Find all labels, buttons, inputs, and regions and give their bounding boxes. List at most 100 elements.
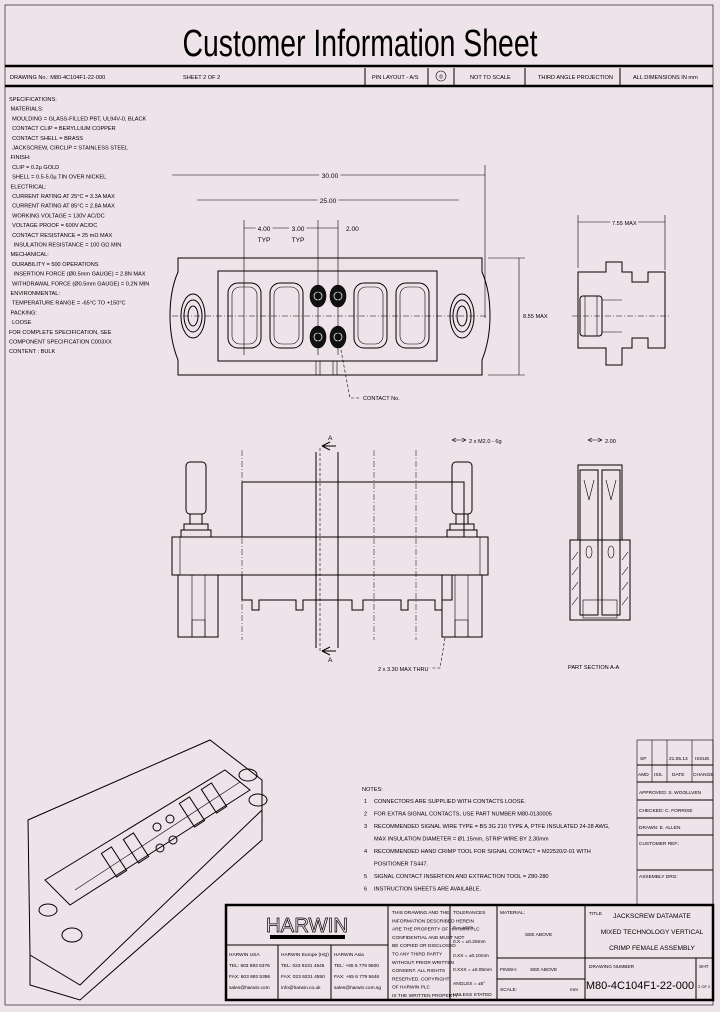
logo-bar <box>270 935 345 939</box>
office-tel: TEL: 023 9231 4545 <box>281 963 325 969</box>
spec-line: JACKSCREW, CIRCLIP = STAINLESS STEEL <box>9 146 128 152</box>
material-label: MATERIAL: <box>500 910 525 916</box>
pin-layout: PIN LAYOUT - A/S <box>372 75 419 81</box>
spec-line: CONTENT : BULK <box>9 349 55 355</box>
drawing-number-label: DRAWING NUMBER <box>589 964 635 970</box>
spec-line: CURRENT RATING AT 85°C = 2.8A MAX <box>9 204 115 210</box>
units: ALL DIMENSIONS IN mm <box>633 75 698 81</box>
section-marker-bottom: A <box>328 657 333 664</box>
unless-stated: UNLESS STATED <box>453 992 492 998</box>
note-text: SIGNAL CONTACT INSERTION AND EXTRACTION … <box>374 874 549 880</box>
spec-line: CONTACT CLIP = BERYLLIUM COPPER <box>9 126 116 132</box>
drawing-number-value: M80-4C104F1-22-000 <box>586 980 694 992</box>
page-title: Customer Information Sheet <box>183 23 538 65</box>
note-number: 5 <box>364 874 367 880</box>
office-tel: TEL: 603 893 5376 <box>229 963 270 969</box>
note-text: CONNECTORS ARE SUPPLIED WITH CONTACTS LO… <box>374 799 526 805</box>
harwin-logo: HARWIN <box>266 915 348 937</box>
rev-header-amd: AMD <box>638 772 649 778</box>
section-title: PART SECTION A-A <box>568 665 620 671</box>
spec-line: MECHANICAL: <box>9 252 49 258</box>
note-text: RECOMMENDED SIGNAL WIRE TYPE = BS 3G 210… <box>374 824 610 830</box>
spec-line: CLIP = 0.2µ GOLD <box>9 165 59 171</box>
material-value: SEE ABOVE <box>525 932 552 938</box>
spec-line: MATERIALS: <box>9 107 44 113</box>
finish-label: FINISH: <box>500 967 517 973</box>
spec-line: TEMPERATURE RANGE = -65°C TO +150°C <box>9 301 126 307</box>
disclaimer-line: WITHOUT PRIOR WRITTEN <box>392 960 455 966</box>
spec-line: WORKING VOLTAGE = 130V AC/DC <box>9 213 105 219</box>
checked-by: CHECKED: C. FORRISE <box>639 808 693 814</box>
disclaimer-line: IS THE WRITTEN PROPERTY <box>392 993 459 999</box>
jackscrew-left-elevation <box>180 461 212 538</box>
note-number: 3 <box>364 824 367 830</box>
note-text: INSTRUCTION SHEETS ARE AVAILABLE. <box>374 887 481 893</box>
tolerance-line: 0. = ±mm <box>453 925 473 931</box>
spec-line: LOOSE <box>9 320 32 326</box>
spec-line: SHELL = 0.5-5.0µ TIN OVER NICKEL <box>9 175 106 181</box>
note-text: FOR EXTRA SIGNAL CONTACTS, USE PART NUMB… <box>374 812 552 818</box>
rev-change: ISSUE <box>695 756 709 762</box>
side-view: 7.55 MAX <box>572 215 670 366</box>
dim-power-pitch: 4.00 <box>258 226 271 233</box>
spec-line: COMPONENT SPECIFICATION C003XX <box>9 340 112 346</box>
header-row: DRAWING No.: M80-4C104F1-22-000 SHEET 2 … <box>10 68 698 85</box>
note-number: 4 <box>364 849 367 855</box>
spec-line: MOULDING = GLASS-FILLED PBT, UL94V-0, BL… <box>9 116 147 122</box>
rev-amd: SP <box>640 756 646 762</box>
disclaimer-line: TO ANY THIRD PARTY <box>392 952 443 958</box>
finish-value: SEE ABOVE <box>530 967 557 973</box>
dim-mid-typ: TYP <box>292 237 305 244</box>
disclaimer-line: OF HARWIN PLC <box>392 985 431 991</box>
rev-date: 21.05.13 <box>669 756 688 762</box>
isometric-view <box>27 739 268 1001</box>
spec-line: CURRENT RATING AT 25°C = 3.3A MAX <box>9 194 115 200</box>
dim-jackscrew-thread: 2 x M2.0 - 6g <box>469 439 502 445</box>
spec-line: FINISH: <box>9 155 31 161</box>
note-number: 2 <box>364 812 367 818</box>
assembly-drg: ASSEMBLY DRG: <box>639 874 678 880</box>
spec-line: SPECIFICATIONS: <box>9 97 57 103</box>
dim-height: 8.55 MAX <box>523 314 548 320</box>
spec-line: ENVIRONMENTAL: <box>9 291 60 297</box>
copyright-icon <box>435 70 447 82</box>
dim-section-pitch: 2.00 <box>605 439 616 445</box>
customer-ref: CUSTOMER REF.: <box>639 841 679 847</box>
office-name: HARWIN Europe (HQ) <box>281 952 329 958</box>
disclaimer-line: ARE THE PROPERTY OF HARWIN PLC <box>392 927 480 933</box>
title-label: TITLE <box>589 911 602 917</box>
dim-overall-length: 30.00 <box>322 173 339 180</box>
note-number: 6 <box>364 887 367 893</box>
disclaimer-line: RESERVED. COPYRIGHT <box>392 976 450 982</box>
disclaimer-line: INFORMATION DESCRIBED HEREIN <box>392 918 475 924</box>
dim-signal-pitch: 2.00 <box>346 226 359 233</box>
note-text: MAX INSULATION DIAMETER = Ø1.15mm, STRIP… <box>374 837 549 843</box>
spec-line: INSULATION RESISTANCE = 100 GΩ MIN <box>9 243 121 249</box>
approved-by: APPROVED: S. WOOLLVEN <box>639 790 702 796</box>
specifications: SPECIFICATIONS: MATERIALS: MOULDING = GL… <box>9 97 149 355</box>
dim-depth: 7.55 MAX <box>612 221 637 227</box>
note-number: 1 <box>364 799 367 805</box>
spec-line: ELECTRICAL: <box>9 184 47 190</box>
rev-header-change: CHANGE <box>693 772 714 778</box>
dim-mid-pitch: 3.00 <box>292 226 305 233</box>
dim-power-typ: TYP <box>258 237 271 244</box>
jackscrew-right-elevation <box>446 461 478 538</box>
office-email: info@harwin.co.uk <box>281 985 321 991</box>
spec-line: FOR COMPLETE SPECIFICATION, SEE <box>9 330 112 336</box>
office-email: sales@harwin.com.sg <box>334 985 381 991</box>
rev-header-date: DATE <box>672 772 684 778</box>
section-view: 2.00 PART SECTION A-A <box>568 437 631 671</box>
front-view: 30.00 25.00 4.00 TYP 3.00 TYP 2.00 8.55 … <box>169 165 550 402</box>
title-line: CRIMP FEMALE ASSEMBLY <box>609 945 695 952</box>
office-fax: FAX: 023 9231 4590 <box>281 974 325 980</box>
sheet-label: SHT <box>699 964 709 970</box>
copyright-symbol: © <box>439 74 444 81</box>
title-line: JACKSCREW DATAMATE <box>613 913 691 920</box>
title-line: MIXED TECHNOLOGY VERTICAL <box>601 929 704 936</box>
rev-header-iss: ISS. <box>654 772 663 778</box>
office-tel: TEL: +65 6 779 9500 <box>334 963 379 969</box>
drawing-number: DRAWING No.: M80-4C104F1-22-000 <box>10 75 105 81</box>
disclaimer-line: BE COPIED OR DISCLOSED <box>392 943 456 949</box>
